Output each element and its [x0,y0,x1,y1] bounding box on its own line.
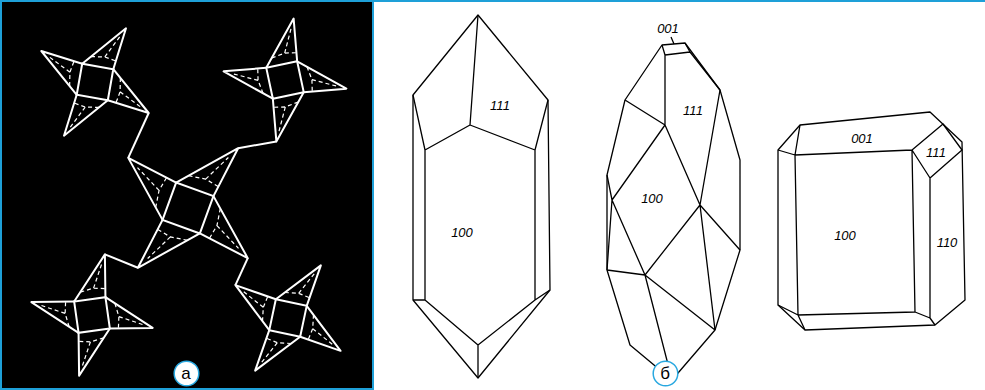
face-index: 111 [683,104,703,117]
tetrahedron-edge [297,61,346,92]
crystal-drawings [413,15,965,380]
panel-letter-circle: б [652,360,679,387]
crystal-outline [778,112,965,330]
hidden-edge [308,315,332,344]
tetrahedron-edge [105,297,152,328]
hidden-edge [274,102,299,131]
hidden-edge [244,292,268,321]
hidden-edge [272,29,297,58]
crystal-two [607,37,740,380]
panel-letter-circle: а [173,360,200,387]
tetrahedra-structure [31,19,346,376]
tetrahedron-edge [82,28,126,69]
face-index: 001 [851,132,873,145]
tetrahedron-edge [273,92,304,141]
tetrahedron-base [163,183,214,234]
tetrahedron-edge [74,254,105,301]
tetrahedron-edge [266,19,297,68]
crystal-edges [413,15,550,378]
tetrahedron-edge [176,148,238,196]
crystal-one [413,15,550,378]
hidden-edge [79,338,104,366]
crystal-three [778,112,965,330]
hidden-edge [209,209,238,249]
bridge-edge [235,258,247,285]
tetrahedron-edge [138,220,200,268]
crystal-edges [607,37,740,380]
crystal-outline [607,43,740,380]
panel-rule [374,0,985,2]
hidden-edge [137,168,166,208]
hidden-edge [91,37,120,61]
tetrahedron-edge [79,328,110,375]
hidden-edge [234,69,263,94]
face-index: 111 [926,146,946,159]
tetrahedron-edge [41,51,82,95]
tetrahedron-edge [255,330,300,370]
face-index: 100 [451,226,473,239]
hidden-edge [189,157,229,186]
hidden-edge [262,338,291,362]
bridge-edge [105,254,138,267]
hidden-edge [116,78,140,107]
tetrahedron-base [269,299,306,336]
face-index: 100 [641,192,663,205]
tetrahedron-base [77,64,114,101]
tetrahedron-edge [276,265,321,305]
tetrahedron-edge [108,69,149,113]
tetrahedron-edge [200,196,248,258]
face-index: 001 [657,22,679,35]
crystal-edges [778,124,962,330]
tetrahedron-base [266,61,303,98]
circle-shape [174,361,199,386]
panel-letter: а [181,365,190,382]
hidden-edge [148,229,188,258]
tetrahedron-edge [31,302,78,333]
bridge-edge [238,141,276,148]
hidden-edge [285,274,314,298]
hidden-edge [50,57,74,86]
face-index: 111 [490,99,510,112]
tetrahedron-edge [300,306,340,351]
hidden-edge [307,67,336,92]
structure-panel [1,1,373,389]
panel-letter: б [660,365,670,382]
bridge-edge [128,113,148,158]
crystal-outline [413,15,550,378]
face-index: 100 [834,229,856,242]
hidden-edge [80,264,105,292]
hidden-edge [115,303,143,328]
tetrahedron-edge [128,158,176,220]
tetrahedron-edge [235,285,275,330]
circle-shape [653,361,678,386]
tetrahedron-edge [64,95,108,136]
face-index: 110 [937,236,958,249]
tetrahedron-base [74,297,110,333]
tetrahedron-edge [224,68,273,99]
hidden-edge [70,103,99,127]
hidden-edge [41,302,69,327]
